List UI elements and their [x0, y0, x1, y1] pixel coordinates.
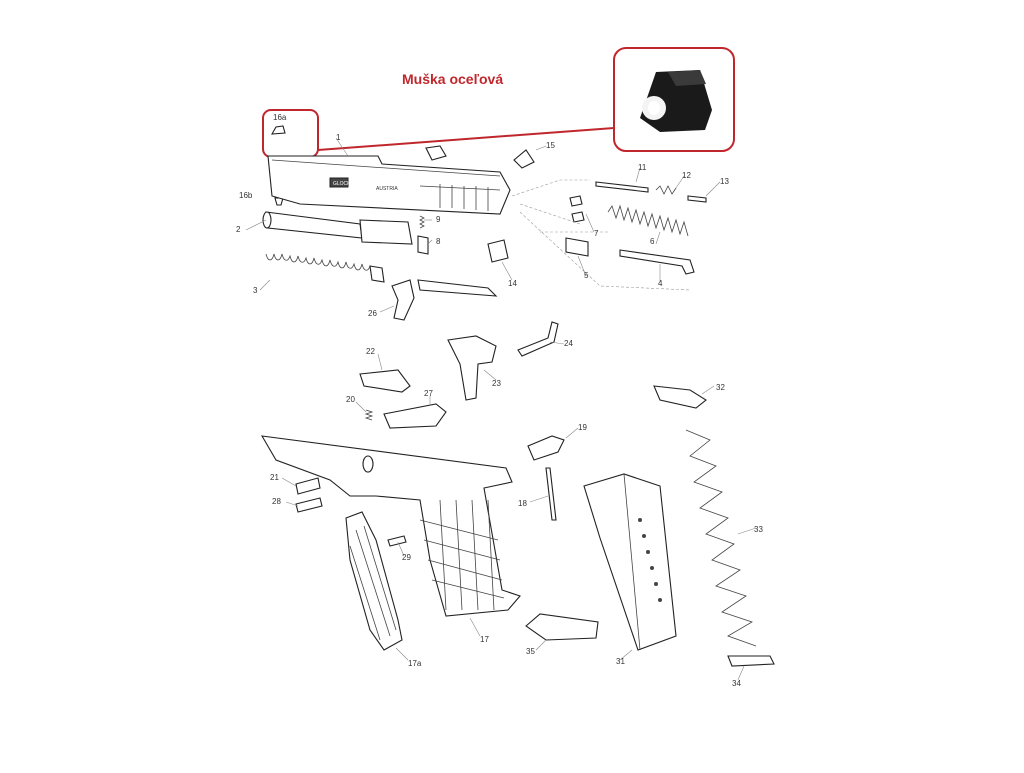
- leader-lines: [245, 137, 757, 681]
- label-33: 33: [754, 525, 763, 534]
- callout-connector-line: [317, 127, 615, 151]
- spring-loaded-bearing-part: [571, 211, 585, 223]
- slide-logo-text: GLOCK: [333, 181, 351, 187]
- magazine-floor-plate-part: [525, 613, 599, 641]
- trigger-pin-part: [383, 403, 447, 429]
- label-35: 35: [526, 647, 535, 656]
- slide-origin-text: AUSTRIA: [376, 186, 398, 192]
- label-27: 27: [424, 389, 433, 398]
- label-24: 24: [564, 339, 573, 348]
- label-20: 20: [346, 395, 355, 404]
- label-19: 19: [578, 423, 587, 432]
- label-2: 2: [236, 225, 241, 234]
- label-3: 3: [253, 286, 258, 295]
- magazine-catch-spring-part: [545, 467, 557, 521]
- magazine-catch-part: [527, 435, 565, 461]
- spacer-sleeve-part: [687, 195, 707, 203]
- label-12: 12: [682, 171, 691, 180]
- backstrap-part: [345, 511, 403, 651]
- slide-cover-part: [487, 239, 509, 263]
- label-11: 11: [638, 163, 647, 172]
- magazine-spring-part: [685, 429, 757, 647]
- label-16a: 16a: [273, 113, 287, 122]
- label-29: 29: [402, 553, 411, 562]
- label-34: 34: [732, 679, 741, 688]
- label-7: 7: [594, 229, 599, 238]
- magazine-body-part: [583, 473, 677, 651]
- alignment-guides: [511, 179, 691, 291]
- extractor-part: [425, 145, 447, 161]
- front-sight-photo-icon: [640, 70, 712, 132]
- receiver-frame-part: [260, 435, 521, 617]
- label-14: 14: [508, 279, 517, 288]
- callout-photo-frame: [613, 47, 735, 152]
- label-22: 22: [366, 347, 375, 356]
- trigger-housing-pin-part: [387, 535, 407, 547]
- extractor-long-part: [619, 249, 695, 275]
- label-9: 9: [436, 215, 441, 224]
- firing-pin-channel-spring-part: [607, 204, 689, 237]
- recoil-spring-part: [265, 253, 385, 283]
- slide-part: GLOCK AUSTRIA: [267, 155, 511, 215]
- label-21: 21: [270, 473, 279, 482]
- locking-block-part: [359, 369, 411, 393]
- callout-part-frame: [262, 109, 319, 158]
- front-sight-part: [271, 125, 286, 135]
- label-23: 23: [492, 379, 501, 388]
- firing-pin-safety-part: [565, 237, 589, 257]
- slide-stop-lever-spring-part: [364, 409, 374, 421]
- label-18: 18: [518, 499, 527, 508]
- slide-lock-part: [417, 235, 429, 255]
- label-4: 4: [658, 279, 663, 288]
- callout-title: Muška oceľová: [402, 71, 504, 87]
- label-31: 31: [616, 657, 625, 666]
- slide-stop-lever-part: [517, 321, 559, 357]
- label-16b: 16b: [239, 191, 253, 200]
- magazine-insert-part: [727, 655, 775, 667]
- label-28: 28: [272, 497, 281, 506]
- locking-block-pin-part: [295, 497, 323, 513]
- slide-lock-spring-part: [419, 215, 425, 229]
- label-32: 32: [716, 383, 725, 392]
- barrel-part: [262, 211, 413, 245]
- label-13: 13: [720, 177, 729, 186]
- label-6: 6: [650, 237, 655, 246]
- trigger-bar-part: [391, 279, 498, 321]
- label-17a: 17a: [408, 659, 422, 668]
- label-17: 17: [480, 635, 489, 644]
- label-15: 15: [546, 141, 555, 150]
- label-8: 8: [436, 237, 441, 246]
- label-1: 1: [336, 133, 341, 142]
- magazine-follower-part: [653, 385, 707, 409]
- label-26: 26: [368, 309, 377, 318]
- label-5: 5: [584, 271, 589, 280]
- firing-pin-part: [595, 181, 649, 193]
- trigger-mechanism-housing-part: [447, 335, 497, 401]
- extractor-depressor-plunger-part: [569, 195, 583, 207]
- slide-cover-plate-part: [513, 149, 535, 169]
- trigger-pin-small-part: [295, 477, 321, 495]
- firing-pin-spring-part: [655, 185, 677, 195]
